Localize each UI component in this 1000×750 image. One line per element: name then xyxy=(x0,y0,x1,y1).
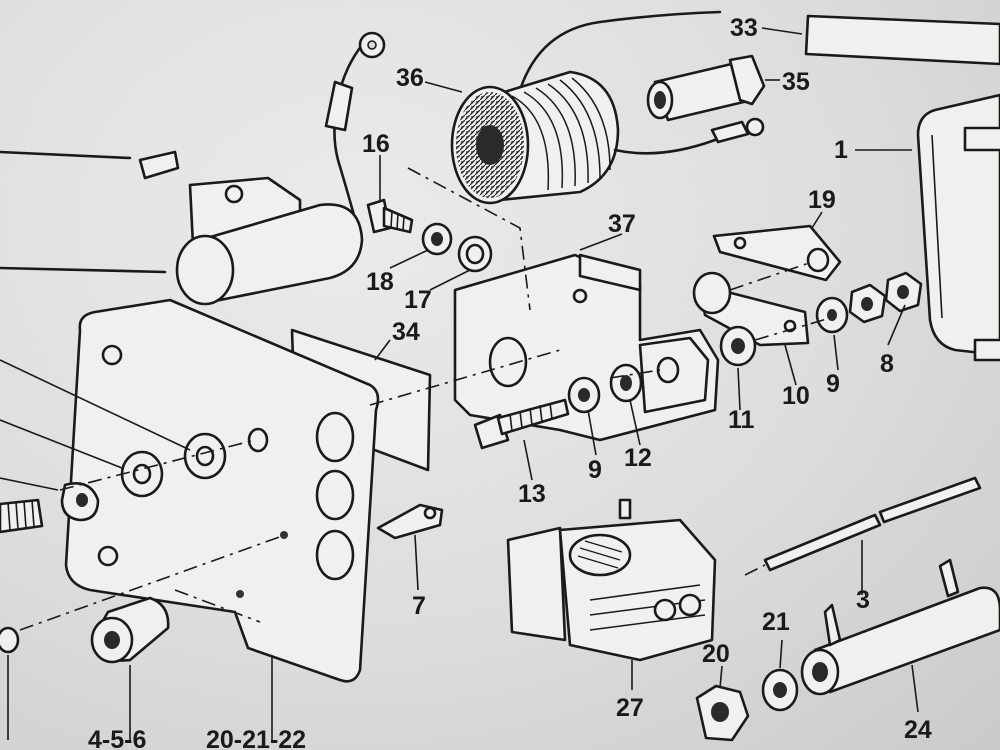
part-1-housing xyxy=(916,93,1000,362)
part-21-lockwasher xyxy=(761,668,799,712)
callout-24: 24 xyxy=(904,716,932,744)
callout-27: 27 xyxy=(616,694,644,722)
part-13-screw xyxy=(473,398,570,450)
part-37-bracket xyxy=(453,253,720,442)
part-8-nuts xyxy=(848,271,923,324)
callout-21: 21 xyxy=(762,608,790,636)
callout-36: 36 xyxy=(396,64,424,92)
part-18-nut xyxy=(421,222,453,256)
callout-13: 13 xyxy=(518,480,546,508)
part-7-tab xyxy=(376,503,444,540)
part-12-spacer xyxy=(609,363,643,403)
part-clip xyxy=(0,626,20,654)
part-24-tube xyxy=(800,558,1000,696)
callout-35: 35 xyxy=(782,68,810,96)
part-19-link xyxy=(712,224,842,282)
callout-19: 19 xyxy=(808,186,836,214)
callout-7: 7 xyxy=(412,592,426,620)
callout-10: 10 xyxy=(782,382,810,410)
part-27-relay xyxy=(506,498,717,662)
callout-16: 16 xyxy=(362,130,390,158)
callout-18: 18 xyxy=(366,268,394,296)
leader-lines xyxy=(0,27,919,740)
callout-1: 1 xyxy=(834,136,848,164)
callout-20: 20 xyxy=(702,640,730,668)
part-9-washer-b xyxy=(815,296,849,334)
callout-3: 3 xyxy=(856,586,870,614)
part-36-coil xyxy=(450,10,765,205)
callout-labels: 33 35 36 1 16 19 37 18 17 34 8 9 10 11 1… xyxy=(88,14,932,750)
callout-9-left: 9 xyxy=(588,456,602,484)
part-cylinder xyxy=(0,150,364,306)
part-3-rod xyxy=(763,476,982,572)
callout-4-5-6: 4-5-6 xyxy=(88,726,146,750)
part-11-spacer xyxy=(719,325,757,367)
assembly-lines xyxy=(19,167,831,631)
part-20-nut xyxy=(695,684,750,742)
callout-20-21-22: 20-21-22 xyxy=(206,726,306,750)
part-33-strip xyxy=(804,14,1000,66)
part-16-bolt xyxy=(366,198,414,234)
part-resistor-lead xyxy=(324,31,386,232)
callout-9-right: 9 xyxy=(826,370,840,398)
part-17-washer xyxy=(457,235,493,273)
callout-34: 34 xyxy=(392,318,420,346)
part-base-plate xyxy=(60,298,380,683)
callout-8: 8 xyxy=(880,350,894,378)
callout-11: 11 xyxy=(728,406,755,434)
callout-12: 12 xyxy=(624,444,652,472)
part-socket xyxy=(90,596,170,664)
callout-17-label: 17 xyxy=(404,286,432,314)
part-spring xyxy=(0,498,44,534)
callout-37: 37 xyxy=(608,210,636,238)
callout-33: 33 xyxy=(730,14,758,42)
part-9-washer-a xyxy=(567,376,601,414)
part-35-sleeve xyxy=(646,54,766,122)
